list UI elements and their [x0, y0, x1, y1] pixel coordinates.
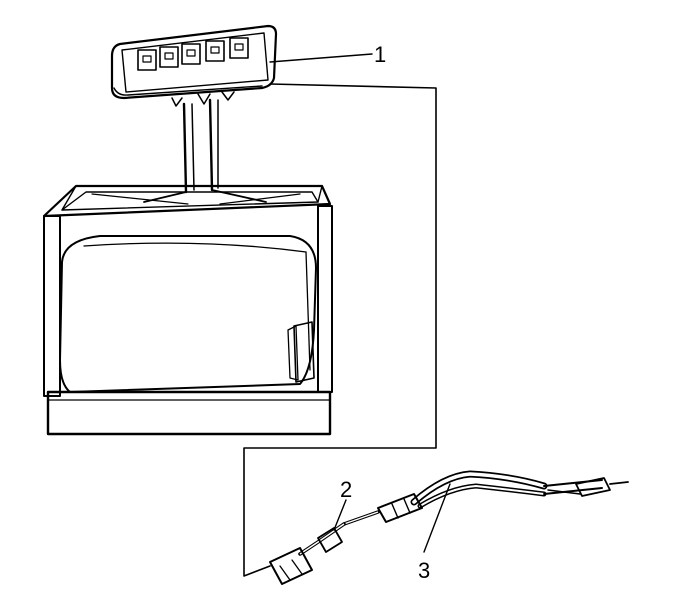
wiring-connector	[269, 527, 343, 585]
seat-frame	[42, 184, 333, 436]
module-pin-pockets	[137, 37, 249, 71]
callout-1: 1	[374, 42, 386, 67]
callout-frame	[243, 53, 451, 577]
wiring-harness	[298, 470, 629, 556]
control-module	[110, 24, 278, 107]
callout-3: 3	[418, 558, 430, 583]
callout-2: 2	[340, 477, 352, 502]
